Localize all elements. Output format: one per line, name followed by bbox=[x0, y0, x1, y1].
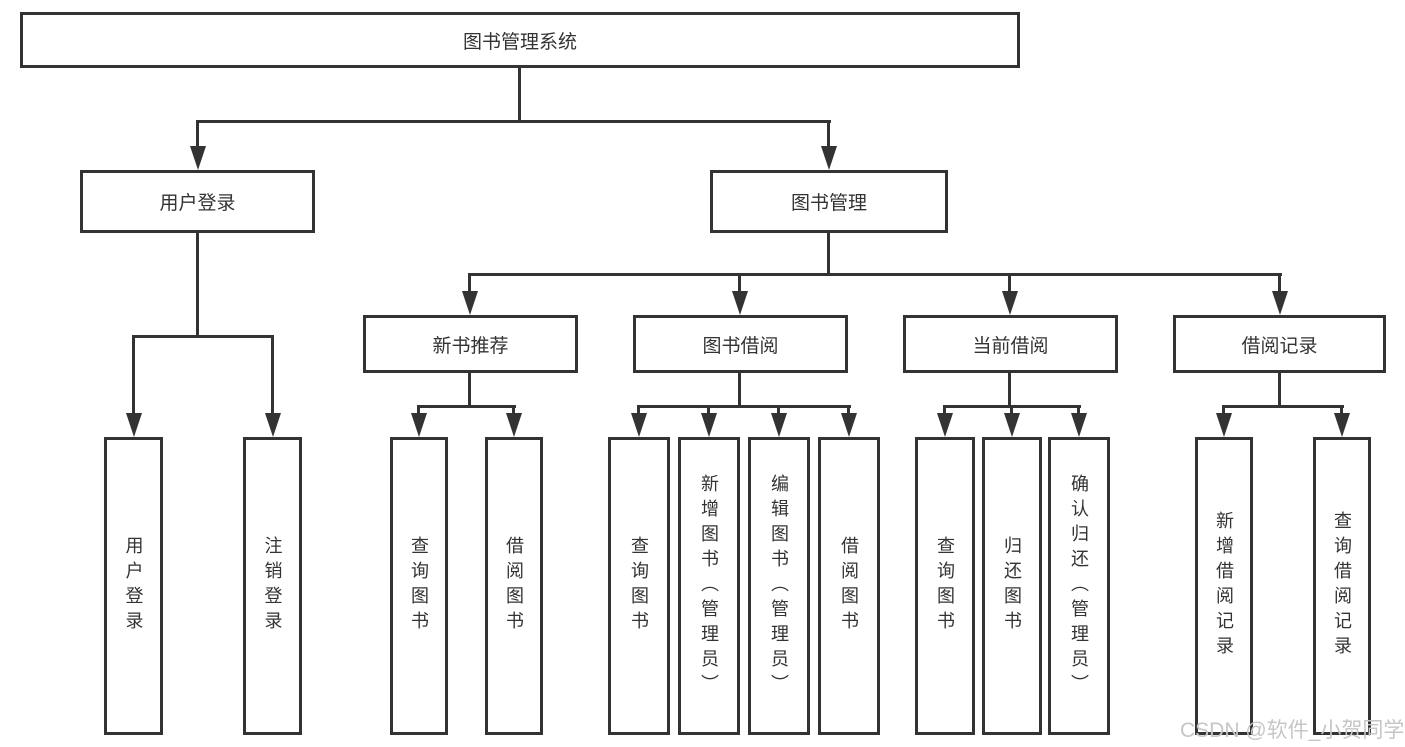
connector-line bbox=[1222, 405, 1344, 408]
node-new-book-recommendation-label: 新书推荐 bbox=[432, 335, 509, 357]
connector-line bbox=[518, 68, 521, 120]
leaf-current-query-book-label: 查询图书 bbox=[935, 536, 955, 636]
connector-line bbox=[417, 405, 420, 413]
arrow-down-icon bbox=[821, 146, 837, 170]
connector-line bbox=[1222, 405, 1225, 413]
connector-line bbox=[1008, 273, 1011, 291]
leaf-current-query-book: 查询图书 bbox=[915, 437, 975, 735]
connector-line bbox=[827, 233, 830, 273]
leaf-borrow-add-book-admin-label: 新增图书（管理员） bbox=[699, 473, 719, 699]
connector-line bbox=[738, 373, 741, 405]
leaf-borrow-query-book: 查询图书 bbox=[608, 437, 670, 735]
connector-line bbox=[1077, 405, 1080, 413]
arrow-down-icon bbox=[1272, 291, 1288, 315]
arrow-down-icon bbox=[1334, 413, 1350, 437]
arrow-down-icon bbox=[462, 291, 478, 315]
connector-line bbox=[196, 233, 199, 335]
arrow-down-icon bbox=[1002, 291, 1018, 315]
connector-line bbox=[827, 120, 830, 146]
node-book-management-label: 图书管理 bbox=[790, 193, 867, 214]
connector-line bbox=[132, 335, 274, 338]
arrow-down-icon bbox=[411, 413, 427, 437]
leaf-borrow-borrow-book: 借阅图书 bbox=[818, 437, 880, 735]
node-library-system: 图书管理系统 bbox=[20, 12, 1020, 68]
leaf-records-query-record-label: 查询借阅记录 bbox=[1332, 511, 1352, 661]
leaf-current-confirm-return-admin-label: 确认归还（管理员） bbox=[1069, 473, 1089, 699]
node-borrowing-records: 借阅记录 bbox=[1173, 315, 1386, 373]
connector-line bbox=[847, 405, 850, 413]
leaf-logout-label: 注销登录 bbox=[262, 536, 283, 636]
connector-line bbox=[1278, 373, 1281, 405]
leaf-borrow-add-book-admin: 新增图书（管理员） bbox=[678, 437, 740, 735]
leaf-logout: 注销登录 bbox=[243, 437, 302, 735]
arrow-down-icon bbox=[937, 413, 953, 437]
leaf-current-confirm-return-admin: 确认归还（管理员） bbox=[1048, 437, 1110, 735]
connector-line bbox=[1278, 273, 1281, 291]
leaf-borrow-edit-book-admin-label: 编辑图书（管理员） bbox=[769, 473, 789, 699]
connector-line bbox=[132, 335, 135, 413]
arrow-down-icon bbox=[1216, 413, 1232, 437]
connector-line bbox=[637, 405, 640, 413]
node-library-system-label: 图书管理系统 bbox=[462, 31, 577, 53]
arrow-down-icon bbox=[841, 413, 857, 437]
connector-line bbox=[196, 120, 831, 123]
leaf-borrow-query-book-label: 查询图书 bbox=[629, 536, 649, 636]
connector-line bbox=[417, 405, 516, 408]
leaf-newbook-query-book: 查询图书 bbox=[390, 437, 448, 735]
arrow-down-icon bbox=[506, 413, 522, 437]
connector-line bbox=[943, 405, 946, 413]
arrow-down-icon bbox=[126, 413, 142, 437]
connector-line bbox=[468, 273, 1282, 276]
leaf-newbook-borrow-book-label: 借阅图书 bbox=[504, 536, 524, 636]
arrow-down-icon bbox=[1071, 413, 1087, 437]
connector-line bbox=[777, 405, 780, 413]
node-book-borrowing-label: 图书借阅 bbox=[702, 335, 779, 357]
connector-line bbox=[707, 405, 710, 413]
connector-line bbox=[637, 405, 851, 408]
leaf-newbook-query-book-label: 查询图书 bbox=[409, 536, 429, 636]
watermark: CSDN @软件_小贺同学 bbox=[1180, 719, 1405, 742]
connector-line bbox=[1010, 405, 1013, 413]
node-new-book-recommendation: 新书推荐 bbox=[363, 315, 578, 373]
leaf-records-add-record-label: 新增借阅记录 bbox=[1214, 511, 1234, 661]
arrow-down-icon bbox=[771, 413, 787, 437]
leaf-current-return-book: 归还图书 bbox=[982, 437, 1042, 735]
node-current-borrowing-label: 当前借阅 bbox=[972, 335, 1049, 357]
node-book-management: 图书管理 bbox=[710, 170, 948, 233]
connector-line bbox=[1008, 373, 1011, 405]
node-book-borrowing: 图书借阅 bbox=[633, 315, 848, 373]
leaf-borrow-edit-book-admin: 编辑图书（管理员） bbox=[748, 437, 810, 735]
leaf-records-add-record: 新增借阅记录 bbox=[1195, 437, 1253, 735]
arrow-down-icon bbox=[732, 291, 748, 315]
node-borrowing-records-label: 借阅记录 bbox=[1241, 335, 1318, 357]
connector-line bbox=[1340, 405, 1343, 413]
leaf-user-login-label: 用户登录 bbox=[123, 536, 144, 636]
connector-line bbox=[512, 405, 515, 413]
connector-line bbox=[738, 273, 741, 291]
connector-line bbox=[468, 373, 471, 405]
connector-line bbox=[468, 273, 471, 291]
leaf-current-return-book-label: 归还图书 bbox=[1002, 536, 1022, 636]
arrow-down-icon bbox=[265, 413, 281, 437]
arrow-down-icon bbox=[1004, 413, 1020, 437]
node-user-login-label: 用户登录 bbox=[159, 193, 236, 214]
arrow-down-icon bbox=[631, 413, 647, 437]
leaf-records-query-record: 查询借阅记录 bbox=[1313, 437, 1371, 735]
connector-line bbox=[271, 335, 274, 413]
leaf-user-login: 用户登录 bbox=[104, 437, 163, 735]
connector-line bbox=[196, 120, 199, 146]
leaf-newbook-borrow-book: 借阅图书 bbox=[485, 437, 543, 735]
node-user-login: 用户登录 bbox=[80, 170, 315, 233]
node-current-borrowing: 当前借阅 bbox=[903, 315, 1118, 373]
arrow-down-icon bbox=[701, 413, 717, 437]
arrow-down-icon bbox=[190, 146, 206, 170]
leaf-borrow-borrow-book-label: 借阅图书 bbox=[839, 536, 859, 636]
